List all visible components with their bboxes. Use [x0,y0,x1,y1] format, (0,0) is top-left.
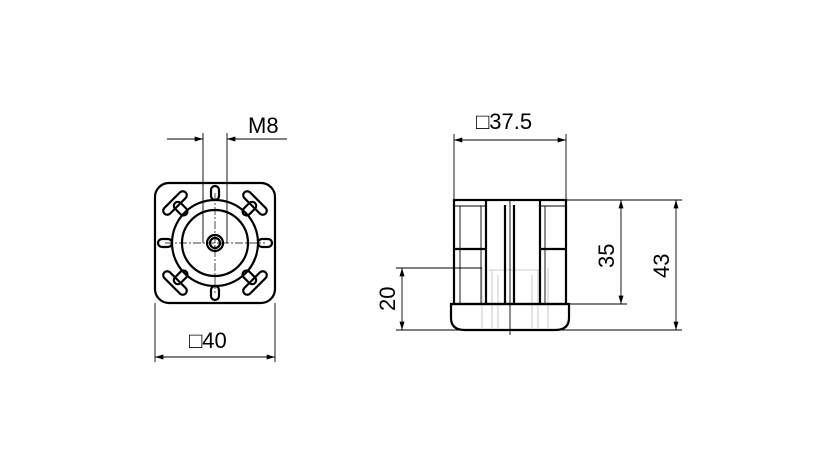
rib-slots [156,184,274,302]
height-dimensions [396,199,682,331]
front-view: M8 □40 [153,113,287,362]
body-ribs [454,200,566,304]
thread-label: M8 [248,113,279,138]
width-dimension-side [453,134,567,200]
width-dimension-front [154,303,276,362]
total-height-label: 43 [649,254,674,278]
foot-height-label: 20 [375,287,400,311]
side-view: □37.5 35 43 20 [375,109,682,335]
side-width-label: □37.5 [476,109,532,134]
outer-square [153,181,277,305]
thread-dimension [167,133,287,243]
front-width-label: □40 [189,328,227,353]
body-height-label: 35 [594,244,619,268]
